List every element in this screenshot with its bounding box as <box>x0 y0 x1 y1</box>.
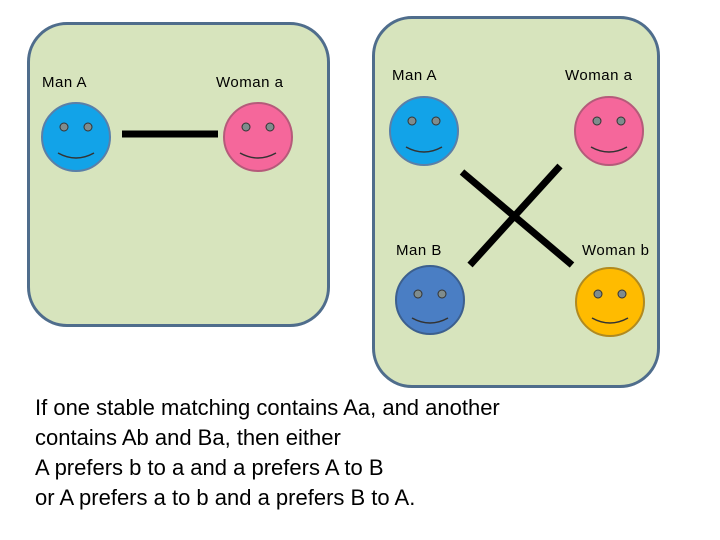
matching-panel-left <box>27 22 330 327</box>
man-b-smiley-icon <box>394 264 466 336</box>
caption-line-2: contains Ab and Ba, then either <box>35 425 341 450</box>
caption-line-1: If one stable matching contains Aa, and … <box>35 395 500 420</box>
woman-b-smiley-icon <box>574 266 646 338</box>
woman-a-smiley-icon-right <box>573 95 645 167</box>
man-a-smiley-icon <box>40 101 112 173</box>
man-a-smiley-icon-right <box>388 95 460 167</box>
caption-line-3: A prefers b to a and a prefers A to B <box>35 455 384 480</box>
woman-a-label-right: Woman a <box>565 67 633 84</box>
caption-line-4: or A prefers a to b and a prefers B to A… <box>35 485 416 510</box>
caption-text: If one stable matching contains Aa, and … <box>35 393 705 513</box>
man-a-label-left: Man A <box>42 74 88 91</box>
woman-a-smiley-icon <box>222 101 294 173</box>
woman-a-label-left: Woman a <box>216 74 284 91</box>
woman-b-label: Woman b <box>582 242 650 259</box>
man-a-label-right: Man A <box>392 67 438 84</box>
man-b-label: Man B <box>396 242 442 259</box>
